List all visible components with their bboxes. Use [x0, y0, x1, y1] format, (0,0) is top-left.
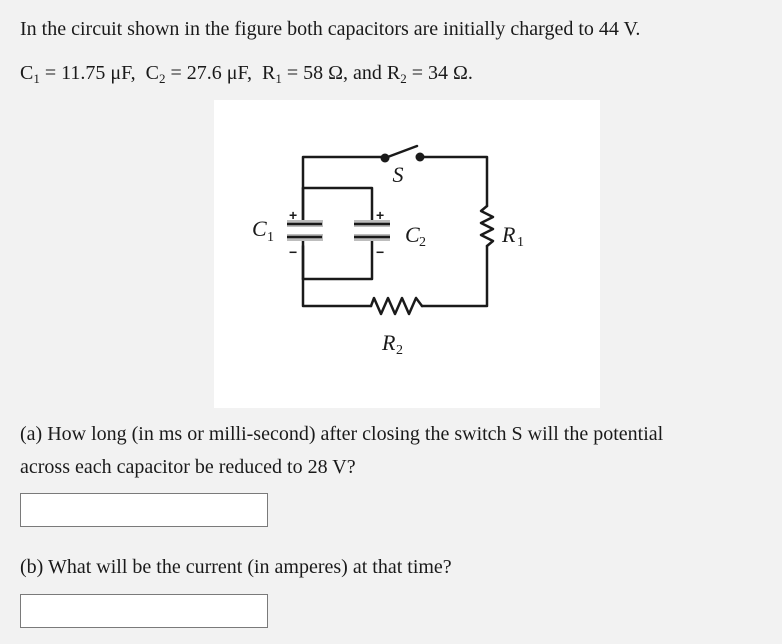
- c2-sub: 2: [158, 71, 166, 86]
- switch-contact-right: [415, 152, 425, 162]
- r1-sub: 1: [275, 71, 282, 86]
- question-b: (b) What will be the current (in amperes…: [20, 556, 452, 578]
- c2-fig-label: C: [405, 222, 420, 247]
- r2-label: R: [386, 62, 401, 84]
- answer-a-input[interactable]: [20, 493, 268, 527]
- question-a-line2: across each capacitor be reduced to 28 V…: [20, 456, 356, 478]
- circuit-figure: S C 1 C 2 R 1 R 2 + − + −: [214, 100, 600, 408]
- c2-plus: +: [376, 207, 384, 223]
- r2-fig-sub: 2: [396, 343, 403, 358]
- component-values: C1 = 11.75 μF,C2 = 27.6 μF,R1 = 58 Ω, an…: [20, 62, 473, 85]
- c1-fig-label: C: [252, 216, 267, 241]
- c2-value: = 27.6 μF,: [165, 62, 252, 84]
- r1-label: R: [262, 62, 276, 84]
- r2-fig-label: R: [381, 330, 396, 355]
- r2-sub: 2: [400, 71, 407, 86]
- switch-contact-left: [380, 153, 390, 163]
- question-a-line1: (a) How long (in ms or milli-second) aft…: [20, 423, 664, 445]
- r1-fig-label: R: [501, 222, 516, 247]
- c1-minus: −: [289, 244, 297, 260]
- c1-fig-sub: 1: [267, 230, 274, 245]
- switch-label: S: [393, 162, 404, 187]
- answer-b-input[interactable]: [20, 594, 268, 628]
- circuit-diagram: S C 1 C 2 R 1 R 2 + − + −: [252, 144, 524, 358]
- c2-fig-sub: 2: [419, 235, 426, 250]
- c1-sub: 1: [33, 71, 40, 86]
- c1-value: = 11.75 μF,: [39, 62, 136, 84]
- c2-label: C: [145, 62, 159, 84]
- c2-minus: −: [376, 244, 384, 260]
- r1-fig-sub: 1: [517, 235, 524, 250]
- r1-value: = 58 Ω, and: [281, 62, 387, 84]
- r2-value: = 34 Ω.: [406, 62, 473, 84]
- c1-plus: +: [289, 207, 297, 223]
- problem-intro: In the circuit shown in the figure both …: [20, 18, 641, 40]
- c1-label: C: [20, 62, 34, 84]
